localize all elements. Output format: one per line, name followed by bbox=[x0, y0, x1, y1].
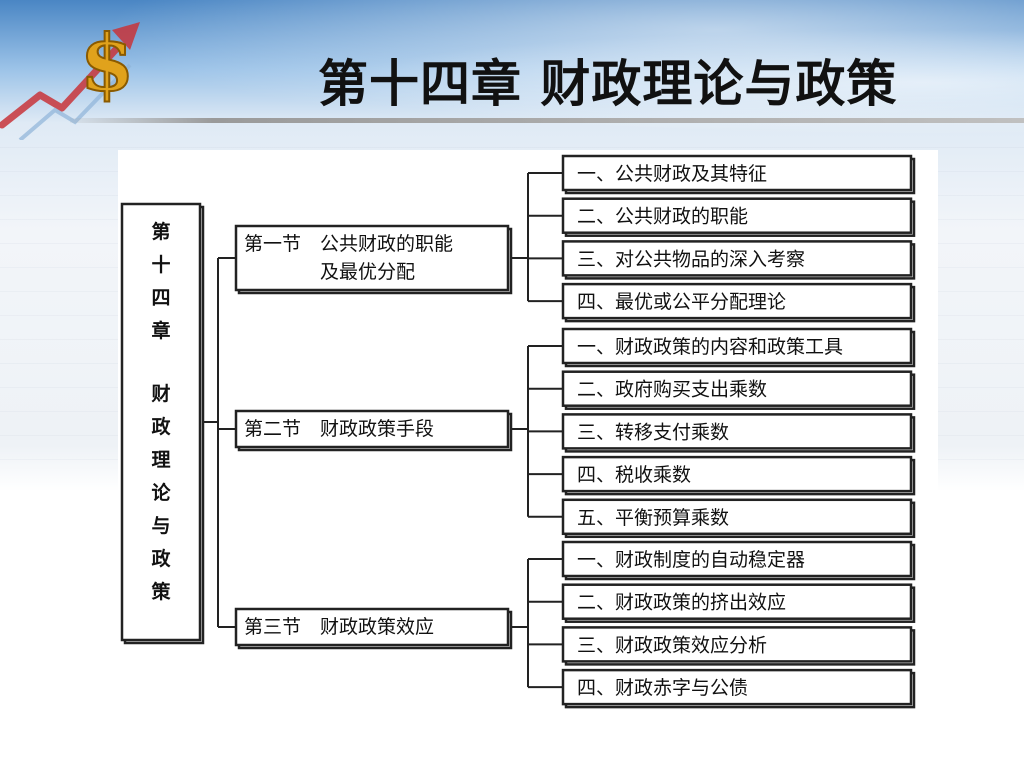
topic-box: 三、对公共物品的深入考察 bbox=[561, 240, 916, 280]
topic-box-border bbox=[561, 154, 913, 192]
root-char: 政 bbox=[151, 547, 171, 570]
topic-label: 三、转移支付乘数 bbox=[577, 421, 729, 443]
root-char: 十 bbox=[151, 253, 170, 276]
topic-box-border bbox=[561, 370, 913, 407]
root-char: 政 bbox=[151, 415, 171, 438]
topic-box-border bbox=[561, 413, 913, 450]
root-char: 与 bbox=[151, 515, 170, 537]
topic-label: 一、财政制度的自动稳定器 bbox=[577, 549, 805, 571]
root-char: 章 bbox=[151, 319, 170, 342]
topic-box: 四、最优或公平分配理论 bbox=[561, 282, 916, 323]
topic-label: 四、最优或公平分配理论 bbox=[577, 291, 786, 313]
topic-label: 三、对公共物品的深入考察 bbox=[577, 248, 805, 270]
topic-box: 二、政府购买支出乘数 bbox=[561, 370, 916, 410]
svg-text:$: $ bbox=[80, 18, 134, 109]
topic-label: 四、税收乘数 bbox=[577, 464, 691, 486]
topic-box: 四、税收乘数 bbox=[561, 455, 916, 496]
topic-box-border bbox=[561, 240, 913, 277]
section-label-line: 第二节 财政政策手段 bbox=[244, 418, 434, 440]
topic-box: 二、财政政策的挤出效应 bbox=[561, 583, 916, 623]
topic-label: 二、财政政策的挤出效应 bbox=[577, 592, 786, 614]
topic-box-border bbox=[561, 197, 913, 234]
root-char: 第 bbox=[151, 220, 170, 243]
section-label-line: 第一节 公共财政的职能 bbox=[244, 233, 453, 255]
section-label-line: 第三节 财政政策效应 bbox=[244, 616, 434, 638]
topic-box-border bbox=[561, 540, 913, 578]
topic-box-border bbox=[561, 626, 913, 663]
section-box-s1-border bbox=[234, 224, 510, 292]
topic-label: 一、公共财政及其特征 bbox=[577, 163, 767, 185]
topic-box-border bbox=[561, 498, 913, 536]
topic-label: 二、公共财政的职能 bbox=[577, 206, 748, 228]
dollar-logo-icon: $ bbox=[0, 17, 140, 140]
root-char: 论 bbox=[151, 481, 171, 504]
section-box-s2-border bbox=[234, 409, 510, 449]
topic-label: 一、财政政策的内容和政策工具 bbox=[577, 336, 843, 358]
root-char: 理 bbox=[151, 449, 170, 471]
topic-box-border bbox=[561, 282, 913, 320]
topic-box: 三、转移支付乘数 bbox=[561, 413, 916, 453]
section-box-s1: 第一节 公共财政的职能 及最优分配 bbox=[234, 224, 513, 295]
root-char: 四 bbox=[151, 287, 170, 309]
topic-box: 二、公共财政的职能 bbox=[561, 197, 916, 237]
root-char: 策 bbox=[151, 580, 171, 603]
topic-box: 四、财政赤字与公债 bbox=[561, 668, 916, 709]
section-label-line: 及最优分配 bbox=[244, 261, 415, 283]
topic-box-border bbox=[561, 583, 913, 620]
title-divider bbox=[70, 118, 1024, 123]
header-background bbox=[0, 0, 1024, 150]
topic-label: 五、平衡预算乘数 bbox=[577, 507, 729, 529]
topic-box-border bbox=[561, 455, 913, 493]
section-box-s3-border bbox=[234, 607, 510, 647]
root-box-border bbox=[120, 202, 202, 642]
topic-box: 一、财政政策的内容和政策工具 bbox=[561, 327, 916, 368]
topic-box-border bbox=[561, 668, 913, 706]
topic-box: 一、财政制度的自动稳定器 bbox=[561, 540, 916, 581]
root-char: 财 bbox=[151, 382, 170, 405]
topic-box: 一、公共财政及其特征 bbox=[561, 154, 916, 195]
section-box-s3: 第三节 财政政策效应 bbox=[234, 607, 513, 650]
topic-box-border bbox=[561, 327, 913, 365]
topic-box: 五、平衡预算乘数 bbox=[561, 498, 916, 539]
topic-label: 四、财政赤字与公债 bbox=[577, 677, 748, 699]
topic-label: 二、政府购买支出乘数 bbox=[577, 379, 767, 401]
topic-box: 三、财政政策效应分析 bbox=[561, 626, 916, 666]
section-box-s2: 第二节 财政政策手段 bbox=[234, 409, 513, 452]
topic-label: 三、财政政策效应分析 bbox=[577, 634, 767, 656]
page-title: 第十四章 财政理论与政策 bbox=[318, 55, 898, 113]
